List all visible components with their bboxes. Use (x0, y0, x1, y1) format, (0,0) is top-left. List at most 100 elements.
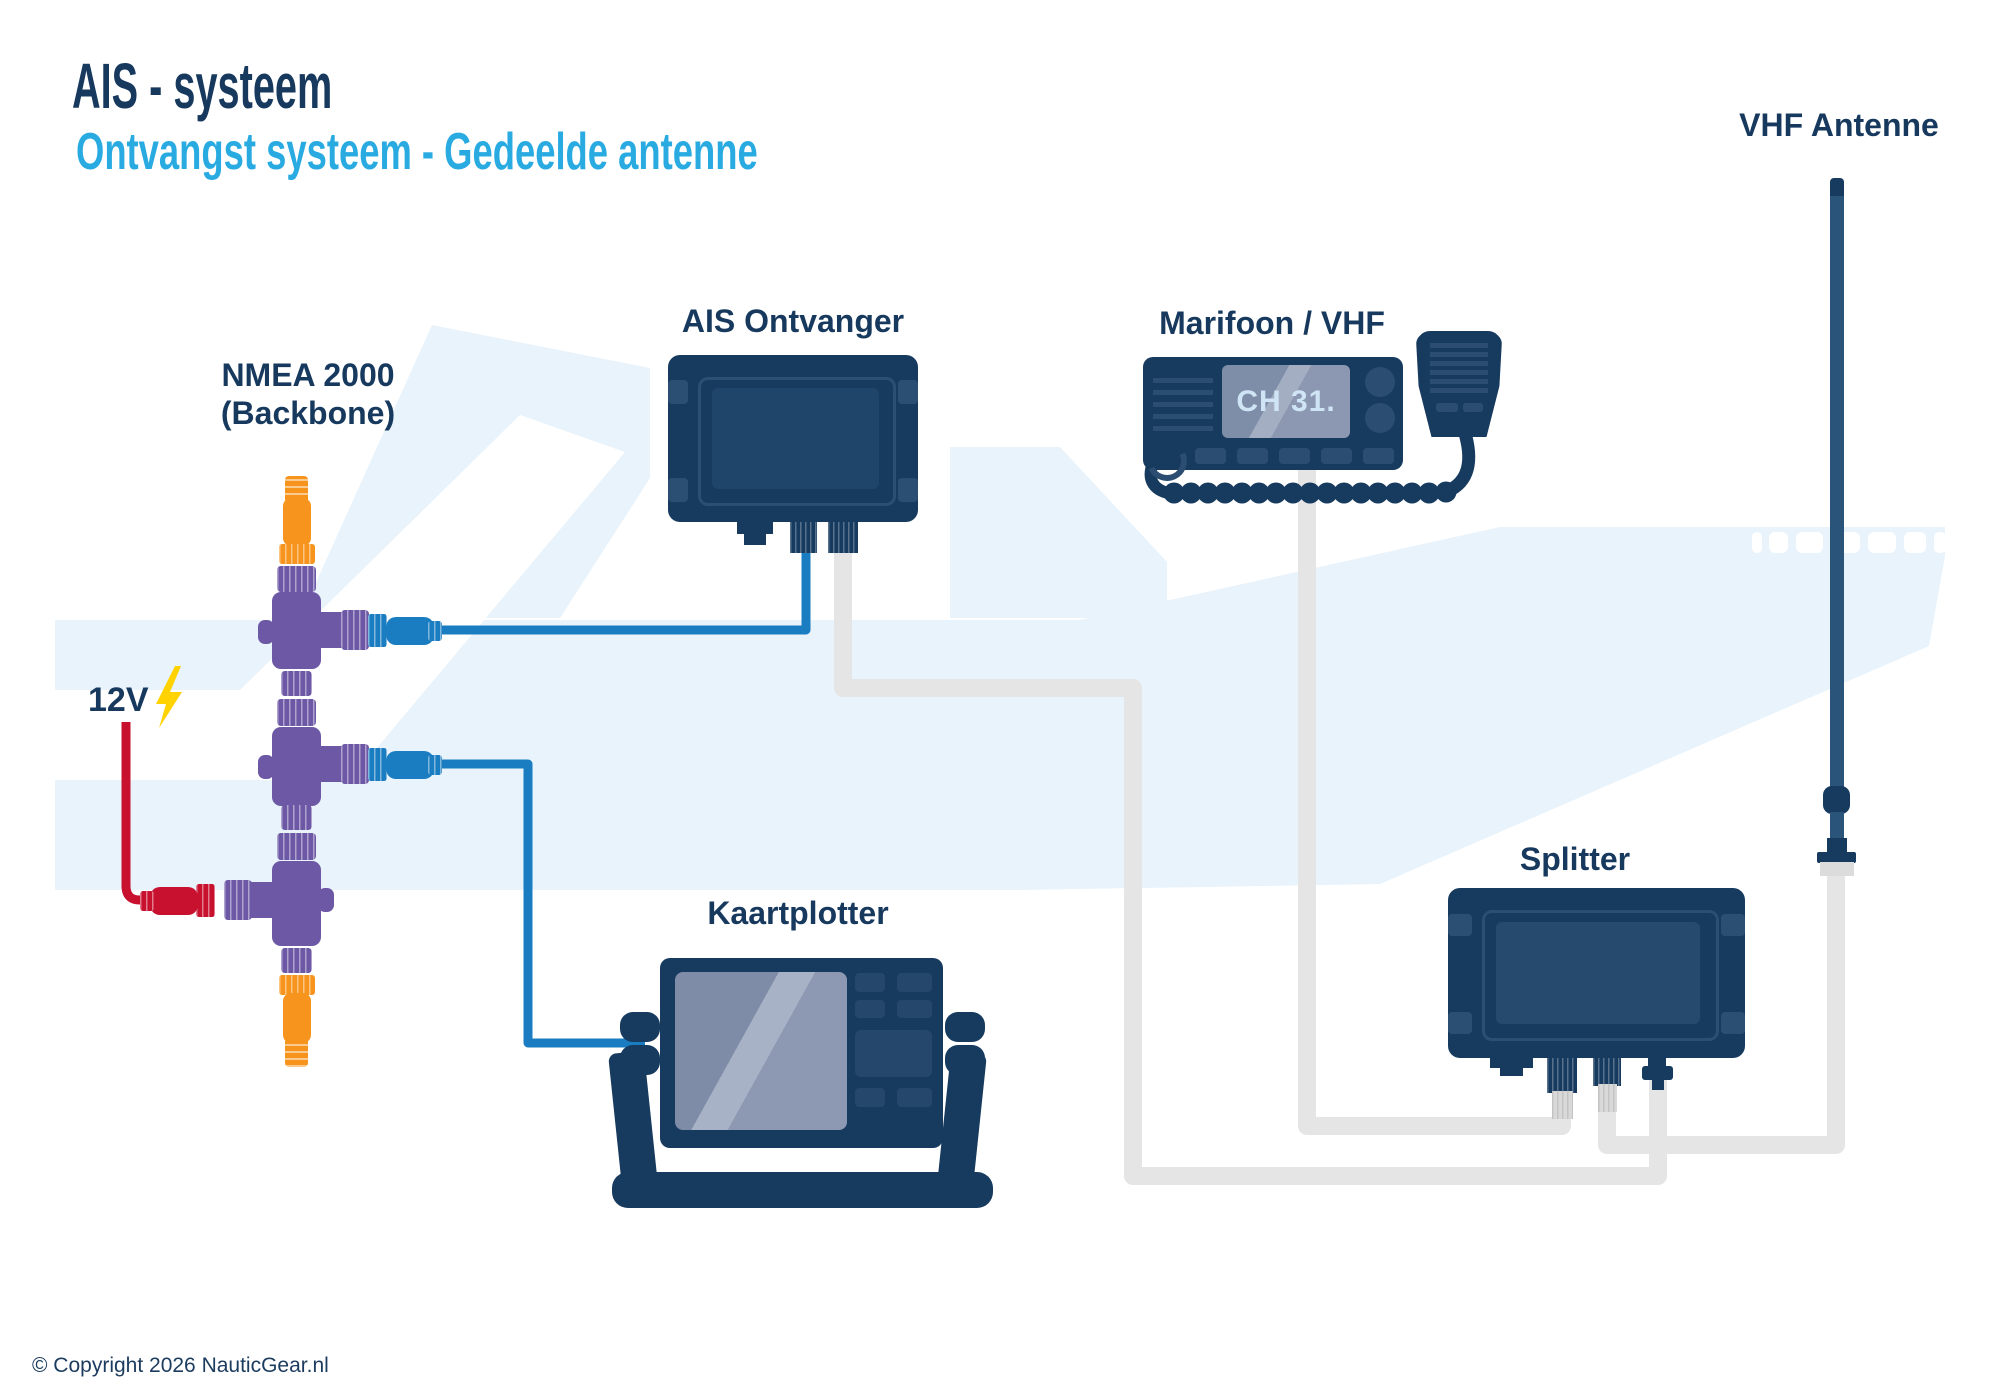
radio-button (1237, 448, 1268, 464)
nmea-tee-1 (272, 592, 321, 669)
mount-tab (898, 478, 918, 502)
ais-antenna-port (828, 522, 858, 553)
radio-button (1195, 448, 1226, 464)
page-subtitle: Ontvangst systeem - Gedeelde antenne (76, 123, 758, 181)
nmea-tee-1-arm (318, 612, 344, 648)
chartplotter-label: Kaartplotter (707, 895, 889, 931)
ais-receiver-label: AIS Ontvanger (681, 303, 905, 339)
splitter-port-spare-tip (1500, 1066, 1523, 1076)
bracket-knob-left-lower (620, 1045, 660, 1075)
plotter-button (897, 1088, 932, 1107)
bracket-base (612, 1172, 993, 1208)
handset-button (1436, 403, 1458, 412)
plotter-keypad (855, 1030, 932, 1077)
splitter-port-ais-tip (1652, 1078, 1664, 1090)
plotter-button (855, 1088, 885, 1107)
nmea-tee-2-arm (318, 746, 344, 782)
splitter-port-ais (1642, 1066, 1673, 1080)
mount-tab (1448, 914, 1472, 936)
channel-readout: CH 31. (1236, 384, 1336, 418)
nmea-terminator-top (285, 476, 308, 502)
nmea-tee-2-plug (258, 755, 274, 779)
power-cable-12v (121, 722, 152, 905)
antenna-cable-gland (1820, 862, 1854, 876)
ais-receiver-faceplate (712, 388, 879, 489)
antenna-lower-rod (1830, 812, 1844, 840)
nmea-collar (281, 805, 312, 830)
nmea-tee-2 (272, 727, 321, 806)
antenna-base-neck (1827, 838, 1847, 854)
power-label: 12V (88, 681, 149, 719)
nmea-terminator-top-nut (279, 544, 315, 564)
handset-cord (1144, 423, 1476, 504)
antenna-whip (1830, 196, 1844, 788)
ais-nmea-port (790, 522, 817, 553)
coax-fitting (1552, 1091, 1573, 1119)
drop-connector-1-tail (428, 621, 442, 641)
nmea-terminator-bottom (285, 1041, 308, 1067)
drop-connector-1-ring (368, 614, 387, 647)
chartplotter-screen (675, 972, 847, 1130)
channel-knob (1365, 403, 1395, 433)
coax-antenna-to-splitter (1598, 870, 1845, 1154)
power-connector-tail (140, 891, 154, 911)
power-connector (150, 887, 198, 915)
bracket-knob-right-lower (945, 1045, 985, 1075)
drop-connector-1 (386, 617, 434, 645)
antenna-tip (1830, 178, 1844, 198)
nmea-terminator-top-body (283, 498, 311, 546)
nmea-collar (277, 833, 316, 860)
nmea-backbone-label: NMEA 2000 (Backbone) (220, 357, 396, 432)
splitter-port-radio (1547, 1058, 1577, 1093)
plotter-button (855, 973, 885, 992)
splitter-faceplate (1496, 922, 1700, 1024)
vhf-antenna-label: VHF Antenne (1739, 107, 1939, 143)
ais-port (744, 532, 766, 545)
splitter-port-antenna (1593, 1058, 1621, 1086)
coax-fitting (1598, 1084, 1617, 1112)
handset-button (1463, 403, 1483, 412)
coax-ais-to-splitter (834, 550, 1667, 1185)
nmea-tee-3-nut (224, 880, 252, 920)
nmea-tee-3 (272, 861, 321, 946)
bracket-knob-right (945, 1012, 985, 1042)
mount-tab (898, 380, 918, 404)
plotter-button (897, 973, 932, 992)
radio-button (1321, 448, 1352, 464)
mount-tab (1721, 914, 1745, 936)
mount-tab (1448, 1012, 1472, 1034)
ais-receiver-panel (698, 377, 896, 506)
bracket-knob-left (620, 1012, 660, 1042)
page-title: AIS - systeem (72, 50, 333, 122)
nmea-tee-3-plug (318, 888, 334, 912)
volume-knob (1365, 367, 1395, 397)
nmea-cable-chartplotter (430, 759, 645, 1048)
drop-connector-2 (386, 751, 434, 779)
ais-port (737, 522, 773, 534)
nmea-tee-2-nut (341, 744, 369, 784)
copyright-notice: © Copyright 2026 NauticGear.nl (32, 1354, 329, 1377)
nmea-tee-1-plug (258, 620, 274, 644)
nmea-terminator-bottom-body (283, 993, 311, 1043)
vhf-radio-label: Marifoon / VHF (1159, 305, 1385, 341)
nmea-tee-1-nut (341, 610, 369, 650)
power-connector-ring (196, 884, 215, 917)
drop-connector-2-tail (428, 755, 442, 775)
handset-grille (1430, 341, 1488, 393)
nmea-cable-ais-receiver (430, 550, 811, 635)
handset (1416, 331, 1502, 437)
mount-tab (668, 478, 688, 502)
antenna-base-flange (1817, 852, 1856, 863)
radio-button (1279, 448, 1310, 464)
splitter-label: Splitter (1519, 841, 1631, 877)
plotter-button (897, 1000, 932, 1018)
mount-tab (1721, 1012, 1745, 1034)
antenna-ferrule (1823, 786, 1850, 814)
splitter-panel (1482, 910, 1719, 1041)
splitter-port-spare (1490, 1058, 1533, 1068)
nmea-collar (281, 948, 312, 973)
nmea-collar (277, 566, 316, 592)
nmea-collar (281, 671, 312, 696)
